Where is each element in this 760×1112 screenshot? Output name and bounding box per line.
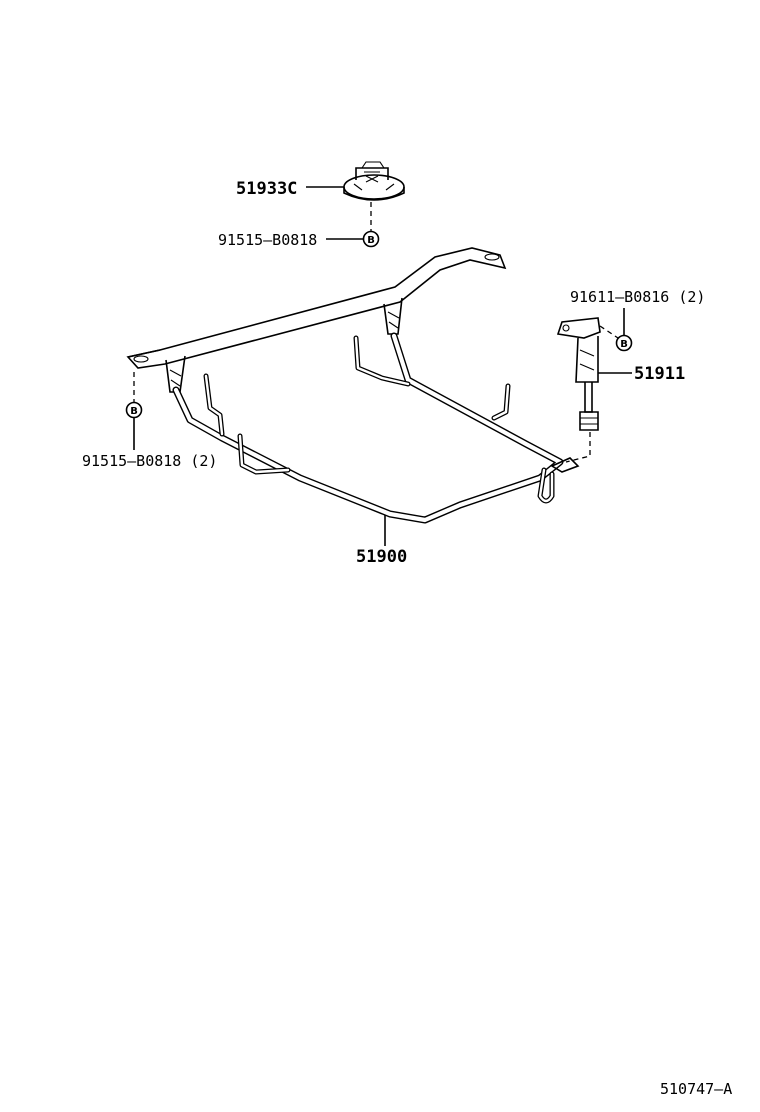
dash-hanger-frame — [565, 432, 591, 463]
bolt-symbol-top — [362, 230, 380, 248]
bolt-letter-top: B — [367, 235, 375, 246]
label-bolt-top: 91515–B0818 — [218, 231, 317, 249]
bolt-letter-right: B — [620, 339, 628, 350]
carrier-frame-drawing — [126, 247, 580, 524]
label-bolt-left: 91515–B0818 (2) — [82, 452, 217, 470]
label-51911: 51911 — [634, 364, 685, 384]
label-51900: 51900 — [356, 547, 407, 567]
label-bolt-right: 91611–B0816 (2) — [570, 288, 705, 306]
dash-hanger-bolt — [599, 325, 619, 339]
bolt-symbol-left — [125, 401, 143, 419]
bolt-letter-left: B — [130, 406, 138, 417]
label-51933c: 51933C — [236, 179, 297, 199]
hanger-drawing — [556, 317, 601, 431]
bolt-symbol-right — [615, 334, 633, 352]
ref-code: 510747–A — [660, 1080, 732, 1098]
jack-bracket-drawing — [343, 161, 405, 201]
